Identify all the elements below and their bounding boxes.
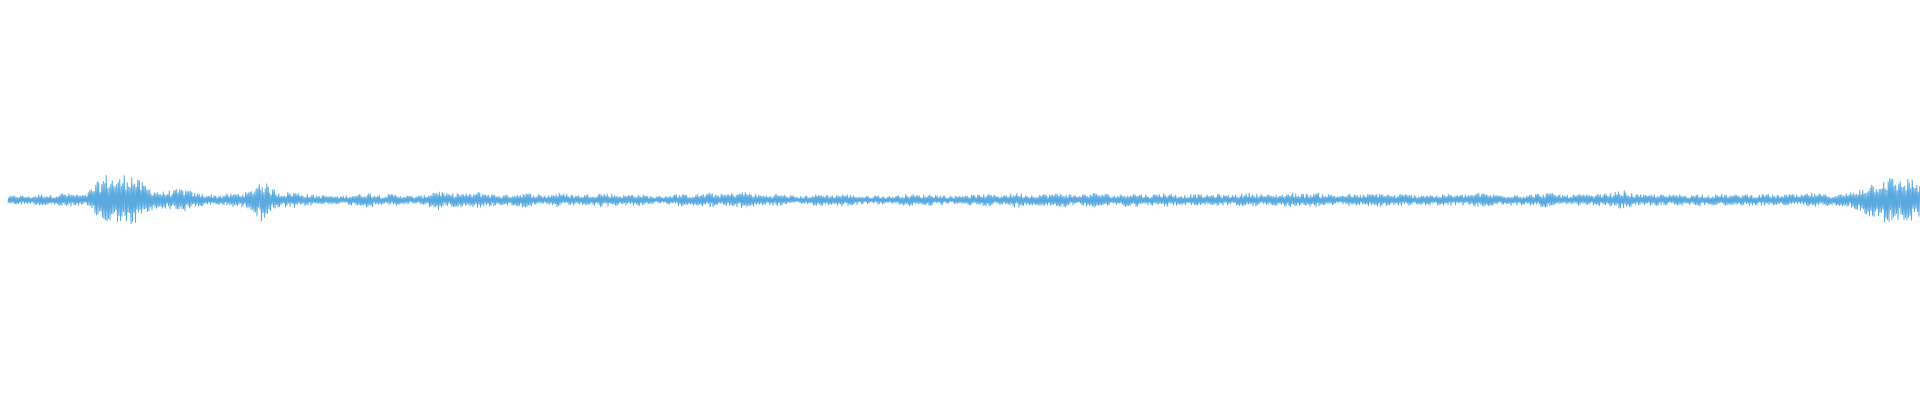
waveform-trace bbox=[7, 174, 1920, 225]
